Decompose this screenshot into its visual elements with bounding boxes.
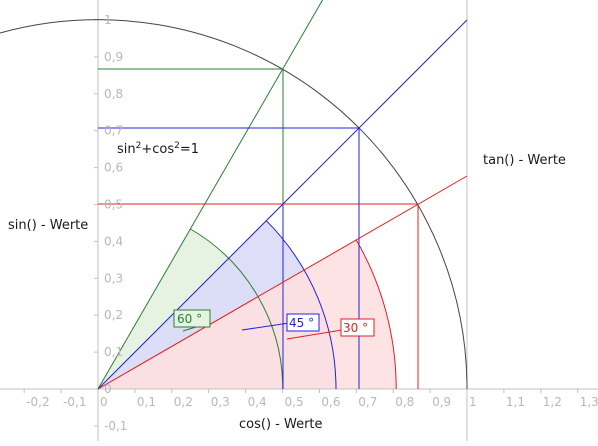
identity-equation: sin2+cos2=1 [117,141,199,157]
angle-label-60: 60 ° [177,312,202,326]
y-tick-label: 0 [104,382,112,396]
y-tick-label: 0,8 [104,87,123,101]
arc-30 [355,239,397,390]
construction-45 [97,19,468,390]
cos-axis-label: cos() - Werte [239,417,323,432]
y-tick-label: -0,1 [104,419,127,433]
sector-30 [98,240,397,389]
angle-box-30 [340,318,375,337]
y-tick-label: 0,5 [104,198,123,212]
x-tick-labels: -0,2 -0,1 0 0,1 0,2 0,3 0,4 0,5 0,6 0,7 0,8 0,9 1 1,1… [26,395,598,409]
y-tick-label: 0,4 [104,234,123,248]
arc-45 [265,220,337,390]
y-tick-marks [94,19,98,427]
y-tick-labels: 1 0,9 0,8 0,7 0,6 0,5 0,4 0,3 0,2 0,1 0 -0,1 [104,13,127,433]
x-tick-label: 0,9 [432,395,451,409]
x-tick-label: 0,7 [358,395,377,409]
y-tick-label: 1 [104,13,112,27]
x-tick-label: 0,4 [248,395,267,409]
sin-axis-label: sin() - Werte [8,218,88,233]
x-tick-label: 0,5 [285,395,304,409]
x-tick-label: 1,2 [543,395,562,409]
angle-box-45 [286,313,320,332]
x-tick-label: 1,3 [580,395,598,409]
y-tick-label: 0,3 [104,271,123,285]
x-tick-label: 0,2 [174,395,193,409]
y-tick-label: 0,9 [104,50,123,64]
pointer-60 [182,326,197,332]
x-tick-label: 0,1 [137,395,156,409]
construction-30 [97,175,468,390]
x-tick-label: 1,1 [506,395,525,409]
y-tick-label: 0,2 [104,308,123,322]
x-tick-label: 0,6 [321,395,340,409]
unit-circle-arc [0,19,468,390]
x-tick-label: -0,1 [63,395,86,409]
tan-axis-label: tan() - Werte [483,153,566,168]
angle-label-30: 30 ° [343,321,368,335]
x-tick-label: -0,2 [26,395,49,409]
y-tick-label: 0,1 [104,345,123,359]
pointer-45 [241,322,290,331]
x-tick-label: 1 [469,395,477,409]
x-tick-label: 0,3 [211,395,230,409]
angle-box-60 [173,309,211,328]
x-tick-label: 0 [100,395,108,409]
pointer-30 [286,329,343,340]
x-tick-marks [23,389,579,393]
angle-label-45: 45 ° [289,316,314,330]
y-tick-label: 0,6 [104,161,123,175]
x-tick-label: 0,8 [395,395,414,409]
y-tick-label: 0,7 [104,124,123,138]
